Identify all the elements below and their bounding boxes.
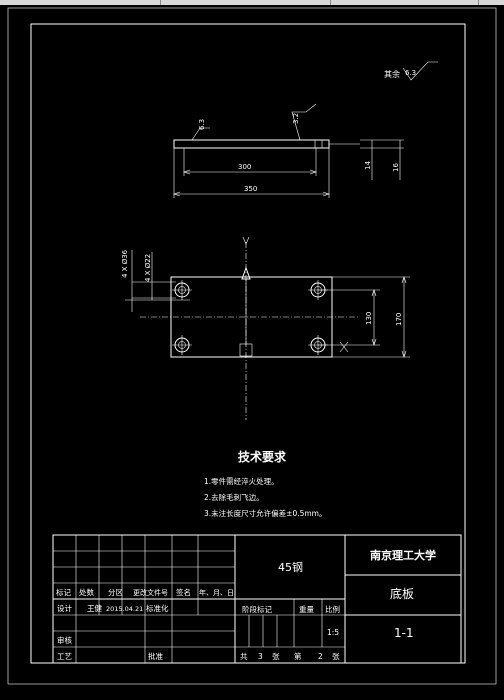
scale-value: 1:5 bbox=[327, 628, 339, 637]
header-zone: 分区 bbox=[108, 588, 123, 597]
hole-callout-1: 4 X Ø36 bbox=[121, 249, 129, 278]
dim-thickness: 14 bbox=[364, 161, 372, 170]
scale-label: 比例 bbox=[325, 604, 340, 614]
header-signature: 签名 bbox=[176, 587, 191, 597]
title-block: 45钢 南京理工大学 底板 1-1 标记 处数 分区 更改文件号 签名 年、月、… bbox=[52, 534, 462, 664]
plan-view: 4 X Ø36 4 X Ø22 130 170 bbox=[121, 236, 410, 420]
outer-frame bbox=[7, 7, 497, 685]
general-roughness-note: 其余 6.3 bbox=[384, 61, 438, 81]
dim-inner: 300 bbox=[238, 163, 251, 171]
sheet-prefix: 第 bbox=[294, 651, 302, 661]
standardization-label: 标准化 bbox=[146, 603, 169, 613]
roughness-symbol-icon bbox=[291, 103, 317, 141]
other-roughness-value: 6.3 bbox=[405, 69, 416, 77]
approve-label: 批准 bbox=[148, 651, 163, 661]
tech-item-1: 1.零件需经淬火处理。 bbox=[204, 476, 279, 486]
roughness-symbol-icon bbox=[402, 61, 438, 81]
header-count: 处数 bbox=[79, 587, 94, 597]
cad-drawing: 其余 6.3 6.3 3.2 300 350 14 16 bbox=[7, 7, 497, 685]
hole-top-left bbox=[172, 280, 192, 300]
side-view: 6.3 3.2 300 350 14 16 bbox=[173, 103, 404, 198]
header-change-doc: 更改文件号 bbox=[133, 588, 168, 597]
weight-label: 重量 bbox=[299, 605, 314, 614]
part-name: 底板 bbox=[390, 586, 414, 601]
tech-item-3: 3.未注长度尺寸允许偏差±0.5mm。 bbox=[204, 508, 326, 518]
tech-item-2: 2.去除毛刺飞边。 bbox=[204, 492, 264, 502]
material: 45钢 bbox=[278, 561, 303, 574]
dim-overall: 350 bbox=[244, 185, 257, 193]
side-view-body bbox=[173, 139, 330, 149]
design-date: 2015.04.21 bbox=[106, 605, 143, 613]
dim-width: 170 bbox=[395, 313, 403, 326]
window-top-bar bbox=[0, 0, 504, 5]
drawing-number: 1-1 bbox=[394, 626, 414, 640]
stage-label: 阶段标记 bbox=[242, 604, 272, 614]
surface-roughness-b: 3.2 bbox=[292, 113, 300, 124]
tech-requirements: 技术要求 1.零件需经淬火处理。 2.去除毛刺飞边。 3.未注长度尺寸允许偏差±… bbox=[204, 449, 326, 518]
hole-callout-2: 4 X Ø22 bbox=[144, 254, 152, 282]
other-label: 其余 bbox=[384, 69, 400, 79]
sheets-total: 3 bbox=[258, 652, 263, 661]
sheets-word-1: 张 bbox=[272, 652, 280, 661]
school-name: 南京理工大学 bbox=[370, 548, 436, 562]
designer-name: 王健 bbox=[87, 603, 102, 613]
process-label: 工艺 bbox=[57, 652, 72, 661]
header-date: 年、月、日 bbox=[199, 588, 234, 597]
sheets-word-2: 张 bbox=[332, 652, 340, 661]
roughness-symbol-icon bbox=[191, 127, 210, 141]
hole-bottom-left bbox=[172, 335, 192, 355]
review-label: 审核 bbox=[57, 635, 72, 645]
surface-roughness-a: 6.3 bbox=[198, 119, 206, 130]
sheet-current: 2 bbox=[318, 652, 323, 661]
tech-title: 技术要求 bbox=[238, 449, 287, 464]
dim-hole-spacing: 130 bbox=[365, 312, 373, 325]
sheets-total-prefix: 共 bbox=[240, 652, 248, 661]
dim-height: 16 bbox=[392, 163, 400, 172]
header-mark: 标记 bbox=[56, 587, 71, 597]
design-label: 设计 bbox=[57, 603, 72, 613]
